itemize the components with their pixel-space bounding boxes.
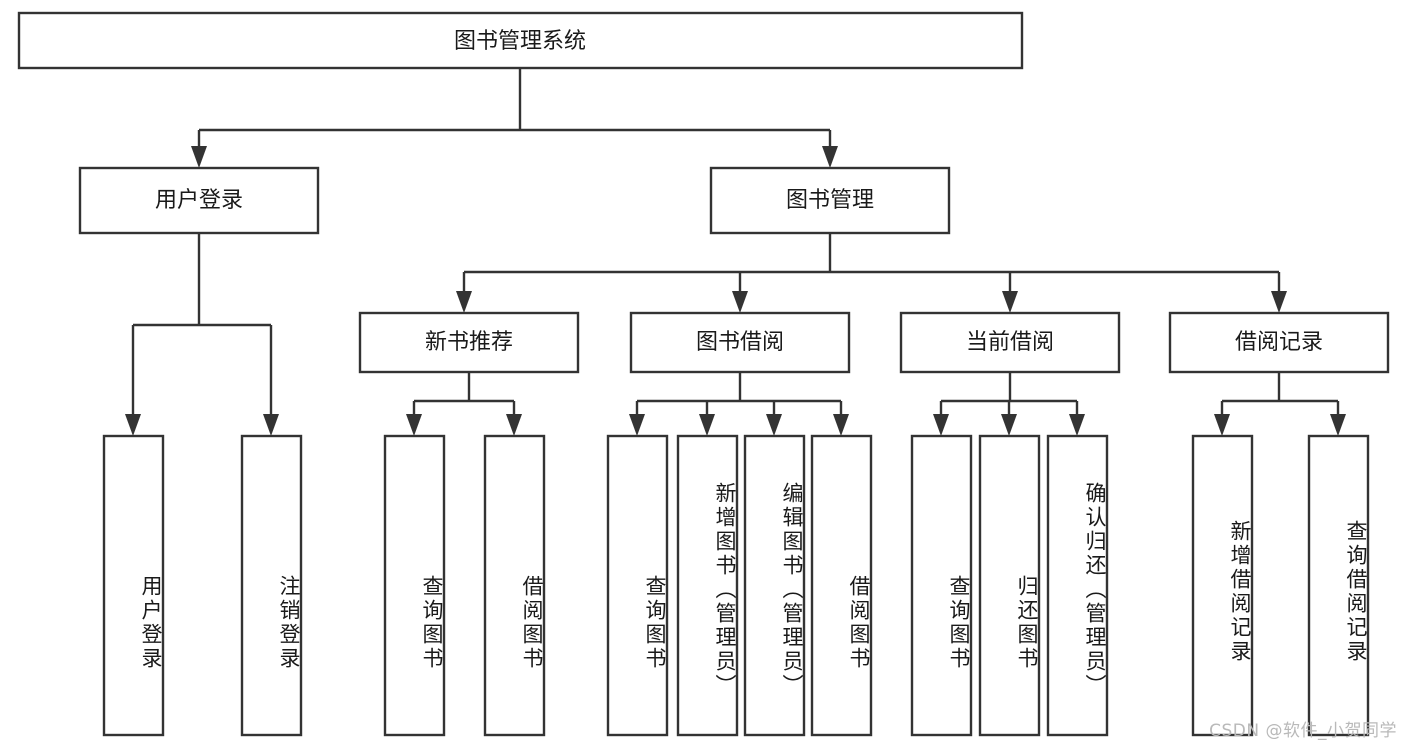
- node-borrow-record[interactable]: [1168, 311, 1390, 374]
- node-root-book-management-system[interactable]: [17, 11, 1024, 70]
- leaf-box-newbook-query[interactable]: [383, 434, 446, 737]
- arrow-head-current-borrow: [1002, 291, 1018, 313]
- leaf-box-newbook-borrow[interactable]: [483, 434, 546, 737]
- node-book-borrow[interactable]: [629, 311, 851, 374]
- leaf-box-user-login-login[interactable]: [102, 434, 165, 737]
- arrow-head-borrowrecord-leaf-1: [1214, 414, 1230, 436]
- node-current-borrow-label: 当前借阅: [966, 330, 1054, 355]
- arrow-head-bookborrow-leaf-2: [699, 414, 715, 436]
- node-user-login[interactable]: [78, 166, 320, 235]
- arrow-head-currentborrow-leaf-3: [1069, 414, 1085, 436]
- node-new-book-recommend[interactable]: [358, 311, 580, 374]
- watermark-text: CSDN @软件_小贺同学: [1209, 721, 1397, 741]
- leaf-box-bookborrow-add[interactable]: [676, 434, 739, 737]
- arrow-head-newbook-leaf-2: [506, 414, 522, 436]
- arrow-head-leaf-user-login: [125, 414, 141, 436]
- node-new-book-recommend-label: 新书推荐: [425, 330, 513, 355]
- node-book-management[interactable]: [709, 166, 951, 235]
- leaf-box-currentborrow-query[interactable]: [910, 434, 973, 737]
- arrow-head-currentborrow-leaf-2: [1001, 414, 1017, 436]
- node-root-label: 图书管理系统: [454, 29, 586, 54]
- node-book-borrow-label: 图书借阅: [696, 330, 784, 355]
- arrow-head-newbook-leaf-1: [406, 414, 422, 436]
- arrow-head-borrowrecord-leaf-2: [1330, 414, 1346, 436]
- leaf-box-bookborrow-borrow[interactable]: [810, 434, 873, 737]
- arrow-head-bookborrow-leaf-1: [629, 414, 645, 436]
- arrow-head-new-book-recommend: [456, 291, 472, 313]
- leaf-box-bookborrow-query[interactable]: [606, 434, 669, 737]
- node-box-group: 图书管理系统 用户登录 图书管理 新书推荐 图书借阅 当前借阅 借阅记录: [17, 11, 1390, 737]
- leaf-box-currentborrow-return[interactable]: [978, 434, 1041, 737]
- node-book-management-label: 图书管理: [786, 188, 874, 213]
- leaf-box-currentborrow-confirm[interactable]: [1046, 434, 1109, 737]
- arrow-head-borrow-record: [1271, 291, 1287, 313]
- arrow-head-bookborrow-leaf-4: [833, 414, 849, 436]
- leaf-box-user-login-logout[interactable]: [240, 434, 303, 737]
- arrow-head-user-login: [191, 146, 207, 168]
- leaf-box-borrowrecord-add[interactable]: [1191, 434, 1254, 737]
- connector-group: [125, 68, 1346, 436]
- node-current-borrow[interactable]: [899, 311, 1121, 374]
- node-user-login-label: 用户登录: [155, 188, 243, 213]
- arrow-head-currentborrow-leaf-1: [933, 414, 949, 436]
- node-borrow-record-label: 借阅记录: [1235, 330, 1323, 355]
- arrow-head-book-manage: [822, 146, 838, 168]
- leaf-box-borrowrecord-query[interactable]: [1307, 434, 1370, 737]
- leaf-box-bookborrow-edit[interactable]: [743, 434, 806, 737]
- arrow-head-book-borrow: [732, 291, 748, 313]
- arrow-head-bookborrow-leaf-3: [766, 414, 782, 436]
- arrow-head-leaf-logout: [263, 414, 279, 436]
